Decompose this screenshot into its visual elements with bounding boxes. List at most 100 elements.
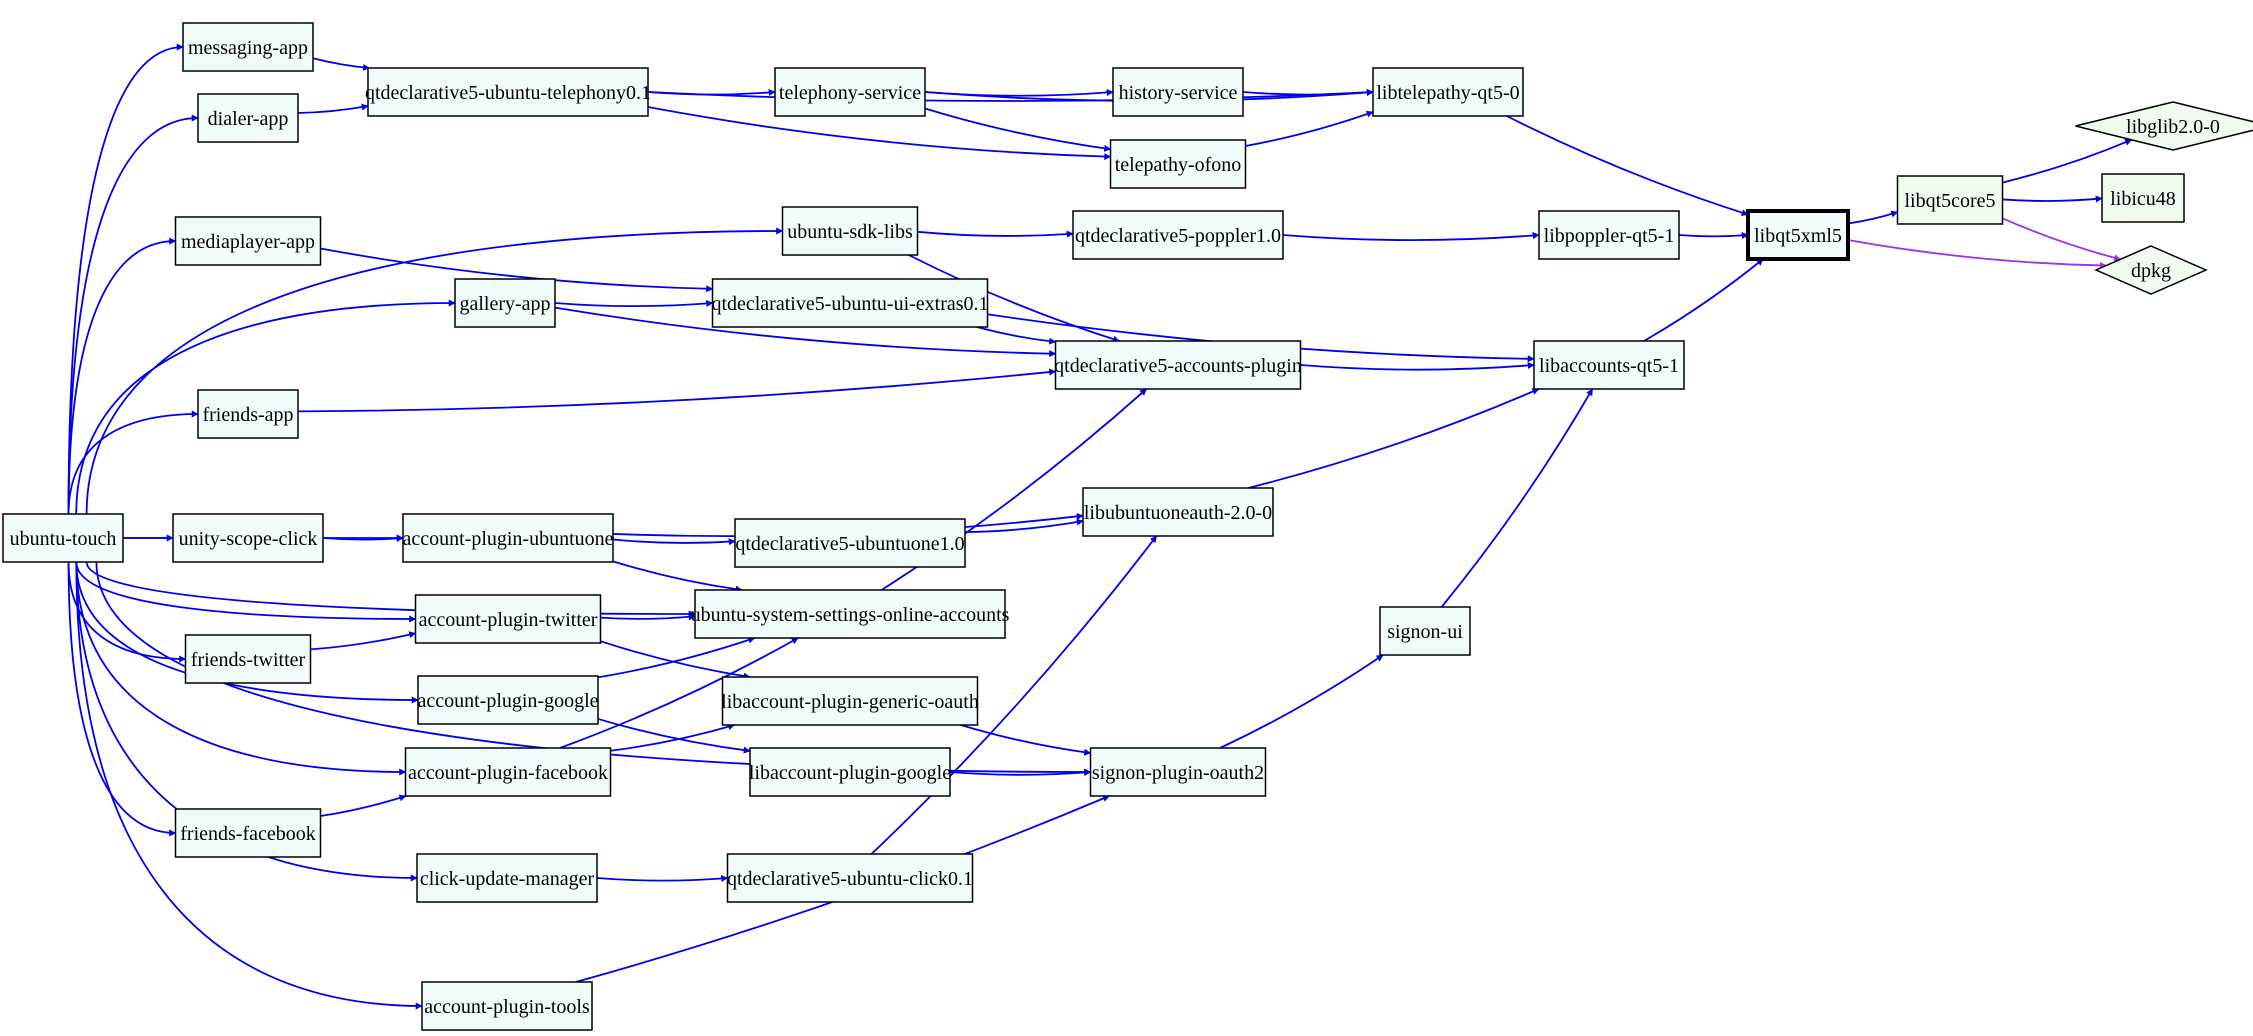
node-shape [417,675,599,725]
node-label: dialer-app [208,108,289,130]
node-label: click-update-manager [420,868,595,890]
node-label: libqt5xml5 [1754,225,1842,247]
edge-ubuntu-sdk-libs-to-qtdecl-poppler [917,230,1074,238]
edge-friends-twitter-to-account-plugin-twitter [310,631,417,651]
edge-gallery-app-to-qtdecl-accounts [554,306,1057,358]
node-shape [416,853,598,903]
edge-qtdecl-telephony-to-libtelepathy [647,88,1374,102]
edge-signon-ui-to-libaccounts [1440,388,1594,608]
edge-dialer-app-to-qtdecl-telephony [297,103,369,114]
node-label: qtdeclarative5-ubuntuone1.0 [735,533,964,555]
node-ubuntu-sdk-libs: ubuntu-sdk-libs [781,206,919,256]
edge-telephony-service-to-history-service [924,89,1114,97]
node-label: libaccounts-qt5-1 [1539,355,1679,377]
node-label: signon-plugin-oauth2 [1092,762,1264,784]
node-label: libqt5core5 [1904,190,1995,212]
node-shape [734,518,966,568]
node-label: account-plugin-facebook [408,762,608,784]
node-ussoa: ubuntu-system-settings-online-accounts [691,589,1010,639]
edge-account-plugin-facebook-to-ussoa [559,637,799,749]
edge-libtelepathy-to-libqt5xml5 [1506,115,1749,216]
node-label: libaccount-plugin-google [749,762,951,784]
node-gallery-app: gallery-app [454,278,556,328]
node-shape [2,513,124,563]
edge-libqt5core5-to-dpkg [2002,217,2122,262]
node-label: qtdeclarative5-ubuntu-click0.1 [727,868,973,890]
node-label: qtdeclarative5-ubuntu-ui-extras0.1 [711,293,988,315]
edge-unity-scope-click-to-account-plugin-ubuntuone [322,535,404,542]
node-signon-ui: signon-ui [1379,606,1471,656]
node-label: qtdeclarative5-ubuntu-telephony0.1 [365,82,651,104]
node-shape [172,513,324,563]
node-qtdecl-click: qtdeclarative5-ubuntu-click0.1 [726,853,974,903]
node-shape [2094,245,2208,295]
node-shape [1109,139,1247,189]
node-qtdecl-accounts: qtdeclarative5-accounts-plugin [1054,340,1302,390]
node-libqt5xml5: libqt5xml5 [1746,209,1850,261]
node-shape [694,589,1006,639]
node-label: libubuntuoneauth-2.0-0 [1084,502,1272,524]
edge-friends-facebook-to-account-plugin-facebook [320,794,407,817]
node-label: friends-facebook [180,823,316,845]
edge-signon-plugin-oauth2-to-signon-ui [1219,654,1384,749]
node-shape [182,22,314,72]
edge-ubuntu-sdk-libs-to-qtdecl-accounts [908,254,1120,343]
node-label: libglib2.0-0 [2126,116,2220,138]
node-label: friends-app [202,404,293,426]
edge-ubuntu-touch-to-friends-twitter [67,561,187,663]
node-shape [1372,67,1524,117]
edge-libaccounts-to-libqt5xml5 [1643,258,1764,342]
node-libicu48: libicu48 [2101,173,2185,223]
node-shape [1089,747,1267,797]
node-friends-facebook: friends-facebook [174,808,322,858]
node-label: mediaplayer-app [181,231,315,253]
node-qtdecl-poppler: qtdeclarative5-poppler1.0 [1072,210,1284,260]
edge-ubuntu-touch-to-account-plugin-facebook [75,561,407,776]
node-label: ubuntu-sdk-libs [787,221,913,243]
node-libglib: libglib2.0-0 [2075,101,2253,151]
edge-ubuntu-touch-to-mediaplayer-app [67,237,177,515]
node-label: ubuntu-system-settings-online-accounts [691,604,1010,626]
node-label: qtdeclarative5-poppler1.0 [1075,225,1281,247]
node-shape [1379,606,1471,656]
node-libaccount-google: libaccount-plugin-google [749,747,951,797]
edge-libubuntuoneauth-to-libaccounts [1248,388,1540,489]
edges-layer [67,43,2133,1010]
node-telephony-service: telephony-service [774,67,926,117]
edge-gallery-app-to-qtdecl-ui-extras [554,300,714,308]
node-account-plugin-twitter: account-plugin-twitter [414,594,602,644]
edge-libaccount-google-to-signon-plugin-oauth2 [949,769,1092,776]
node-label: libicu48 [2110,188,2176,210]
node-shape [1082,487,1274,537]
node-shape [774,67,926,117]
node-shape [402,513,614,563]
node-label: signon-ui [1387,621,1463,643]
edge-qtdecl-ubuntuone-to-libubuntuoneauth [964,518,1084,534]
edge-libaccount-generic-oauth-to-signon-plugin-oauth2 [960,724,1092,756]
node-history-service: history-service [1112,67,1244,117]
node-friends-twitter: friends-twitter [184,634,312,684]
edge-mediaplayer-app-to-qtdecl-ui-extras [320,247,714,293]
edge-libqt5core5-to-libglib [2002,138,2133,184]
node-shape [454,278,556,328]
edge-libqt5xml5-to-libqt5core5 [1847,210,1899,225]
edge-qtdecl-telephony-to-telepathy-ofono [647,106,1112,161]
edge-ubuntu-touch-to-account-plugin-tools [75,561,423,1010]
node-shape [781,206,919,256]
node-label: libaccount-plugin-generic-oauth [721,691,979,713]
node-label: qtdeclarative5-accounts-plugin [1054,355,1302,377]
edge-qtdecl-poppler-to-libpoppler [1282,232,1540,242]
node-shape [2075,101,2253,151]
node-label: unity-scope-click [179,528,318,550]
edge-libqt5core5-to-libicu48 [2002,195,2103,203]
edge-telephony-service-to-telepathy-ofono [924,107,1112,152]
node-shape [174,808,322,858]
node-mediaplayer-app: mediaplayer-app [174,216,322,266]
edge-ubuntu-touch-to-friends-app [67,410,199,515]
edge-account-plugin-ubuntuone-to-ussoa [612,560,743,593]
node-label: dpkg [2131,260,2171,282]
node-libaccounts: libaccounts-qt5-1 [1533,340,1685,390]
node-friends-app: friends-app [197,389,299,439]
edge-qtdecl-accounts-to-libaccounts [1300,362,1535,371]
